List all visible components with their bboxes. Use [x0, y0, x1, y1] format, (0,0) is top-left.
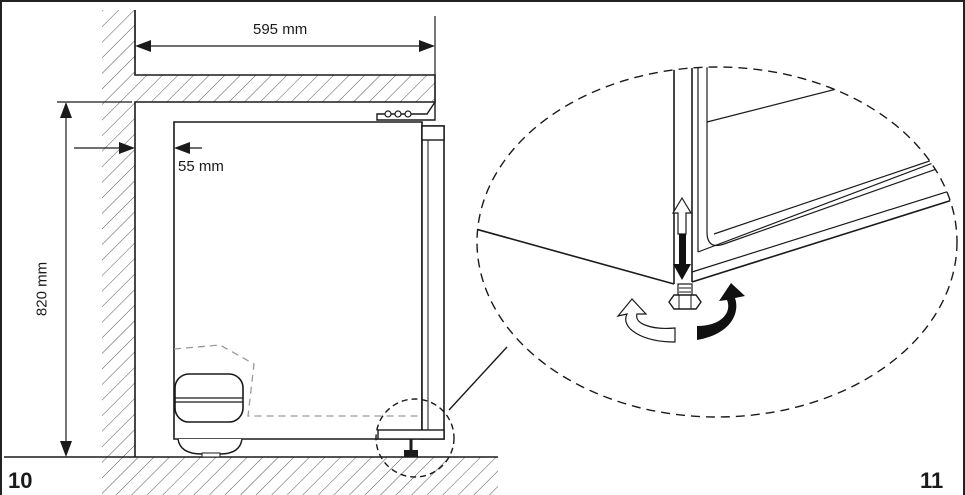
- floor-hatching: [102, 457, 498, 495]
- figure-11: [476, 66, 958, 418]
- top-hinge-bracket: [376, 99, 436, 121]
- height-dimension-label: 820 mm: [33, 261, 51, 317]
- rotate-counterclockwise-icon: [616, 298, 676, 343]
- hinge-screw: [404, 110, 412, 118]
- bottom-plinth: [377, 429, 445, 440]
- wall-niche-hatching: [102, 10, 435, 457]
- rotate-clockwise-icon: [697, 283, 745, 340]
- door-panel: [421, 125, 445, 440]
- wall-niche-outline: [134, 10, 436, 457]
- figure-number-left: 10: [8, 468, 33, 493]
- gap-dimension-label: 55 mm: [178, 158, 224, 175]
- height-dimension: [57, 101, 132, 457]
- detail-marker-circle: [375, 398, 455, 478]
- hinge-screw: [394, 110, 402, 118]
- figure-10: [4, 10, 498, 495]
- door-top-cap: [421, 125, 445, 141]
- width-dimension: [134, 10, 436, 75]
- hidden-compressor-outline: [173, 344, 422, 417]
- hinge-screw: [384, 110, 392, 118]
- lower-arrow-icon: [673, 234, 691, 280]
- adjustable-foot-icon: [668, 283, 702, 310]
- raise-arrow-icon: [671, 196, 693, 235]
- magnified-detail-ellipse: [476, 66, 958, 418]
- width-dimension-label: 595 mm: [253, 21, 308, 38]
- figure-number-right: 11: [920, 468, 944, 493]
- detail-leader-line: [448, 346, 508, 411]
- adjustable-foot: [404, 450, 418, 457]
- gap-dimension: [74, 142, 202, 154]
- compressor-icon: [174, 373, 244, 458]
